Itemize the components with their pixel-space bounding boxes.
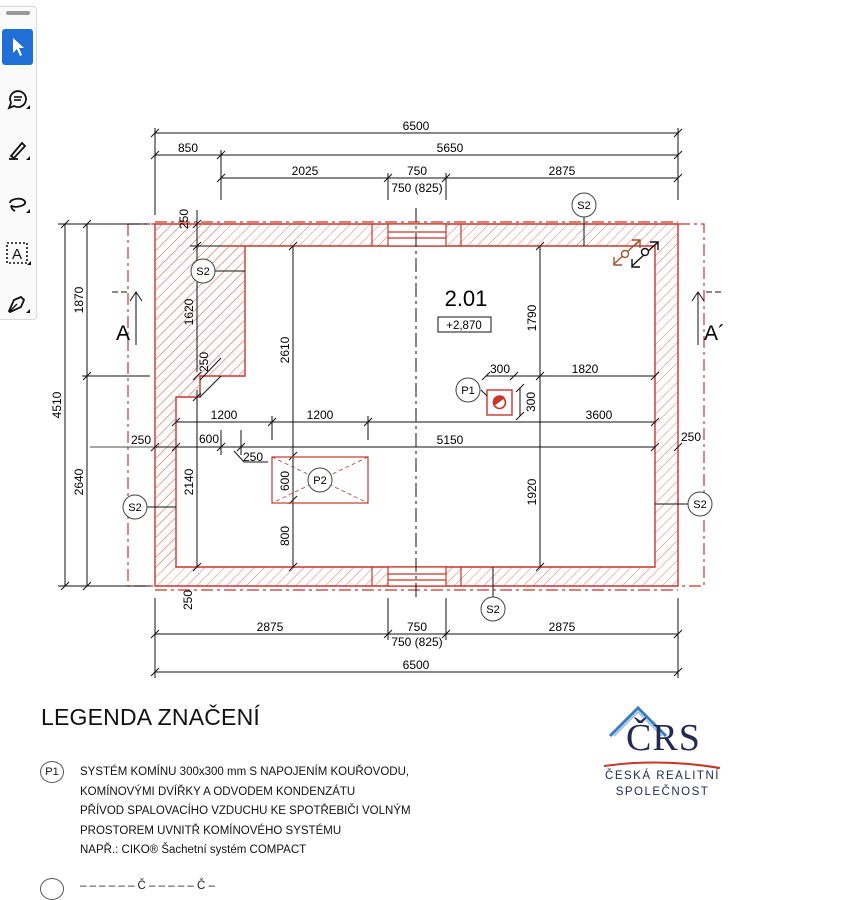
dim-bottom-total: 6500 xyxy=(403,658,430,672)
top-dimensions xyxy=(150,128,683,215)
legend-p2-tag xyxy=(40,878,64,900)
dim-upper-height: 1620 xyxy=(182,298,196,325)
select-tool-button[interactable] xyxy=(2,29,33,65)
legend-p1-line: PROSTOREM UVNITŘ KOMÍNOVÉHO SYSTÉMU xyxy=(80,824,342,837)
dim-top-a: 2025 xyxy=(292,164,319,178)
speech-bubble-icon xyxy=(6,90,30,110)
dim-p2-800: 800 xyxy=(278,526,292,546)
text-box-tool-button[interactable]: A xyxy=(2,235,33,271)
dim-bottom-a: 2875 xyxy=(257,620,284,634)
legend-p1-tag: P1 xyxy=(40,761,64,783)
dim-p1-offset: 1820 xyxy=(572,362,599,376)
dim-top-b-alt: 750 (825) xyxy=(391,181,442,195)
dim-top-right: 5650 xyxy=(437,141,464,155)
room-level-box xyxy=(437,316,492,333)
outline-dashdot-left xyxy=(127,223,155,587)
logo-line-2: SPOLEČNOST xyxy=(615,786,710,798)
dim-wall-step: 250 xyxy=(197,352,211,372)
legend-p1-description: SYSTÉM KOMÍNU 300x300 mm S NAPOJENÍM KOU… xyxy=(80,763,440,861)
pen-nib-icon xyxy=(7,295,30,314)
p1-chimney xyxy=(486,389,513,416)
toolbar-grip[interactable] xyxy=(6,11,30,15)
section-mark-right: A´ xyxy=(704,322,725,345)
logo-line-1: ČESKÁ REALITNÍ xyxy=(605,770,720,782)
dim-top-b: 750 xyxy=(407,164,427,178)
room-level: +2,870 xyxy=(446,320,482,332)
dim-top-left: 850 xyxy=(178,141,198,155)
legend-title: LEGENDA ZNAČENÍ xyxy=(41,704,260,730)
dim-top-total: 6500 xyxy=(403,119,430,133)
tag-s2-left: S2 xyxy=(128,502,141,514)
highlighter-pen-icon xyxy=(8,141,30,160)
dim-wall-bottom: 250 xyxy=(181,590,195,610)
text-box-icon: A xyxy=(5,242,31,265)
dim-mid-600: 600 xyxy=(199,432,219,446)
legend-p1-line: KOMÍNOVÝMI DVÍŘKY A ODVODEM KONDENZÁTU xyxy=(80,785,356,798)
tag-circles xyxy=(122,192,713,622)
dim-p1-300-h: 300 xyxy=(524,392,538,412)
dim-bottom-b: 750 xyxy=(407,620,427,634)
tag-s2-bottom: S2 xyxy=(486,604,499,616)
annotation-toolbar: A xyxy=(0,6,37,320)
dim-right-1790: 1790 xyxy=(525,304,539,331)
dim-mid-5150: 5150 xyxy=(437,433,464,447)
highlight-tool-button[interactable] xyxy=(2,132,33,168)
comment-tool-button[interactable] xyxy=(2,81,33,117)
dim-lower-height: 2140 xyxy=(182,468,196,495)
tag-s2-left-upper: S2 xyxy=(196,266,209,278)
lasso-icon xyxy=(8,197,30,213)
dim-bottom-c: 2875 xyxy=(549,620,576,634)
dim-left-lower: 2640 xyxy=(72,468,86,495)
cursor-arrow-icon xyxy=(12,38,24,56)
tag-s2-right: S2 xyxy=(693,499,706,511)
outline-dashdot-right xyxy=(678,223,705,587)
text-box-glyph: A xyxy=(11,246,21,263)
tag-p1: P1 xyxy=(461,385,474,397)
windows xyxy=(371,223,462,587)
dim-wall-top: 250 xyxy=(177,209,191,229)
legend-p1-line: NAPŘ.: CIKO® Šachetní systém COMPACT xyxy=(80,844,307,856)
dim-top-c: 2875 xyxy=(549,164,576,178)
window-bottom xyxy=(387,566,447,587)
dim-p1-300-w: 300 xyxy=(490,362,510,376)
left-dimensions xyxy=(58,219,150,591)
dim-right-3600: 3600 xyxy=(586,408,613,422)
section-marks xyxy=(112,291,722,345)
tag-p2: P2 xyxy=(313,475,326,487)
window-top xyxy=(387,223,447,247)
p2-element xyxy=(271,456,369,504)
legend-p1-line: PŘÍVOD SPALOVACÍHO VZDUCHU KE SPOTŘEBIČI… xyxy=(80,805,411,817)
dim-mid-250: 250 xyxy=(243,450,263,464)
interior-dimensions xyxy=(150,210,683,572)
logo-roof-icon xyxy=(603,705,721,769)
wall-left-upper xyxy=(155,224,245,567)
dim-right-1920: 1920 xyxy=(525,478,539,505)
lasso-tool-button[interactable] xyxy=(2,185,33,221)
dim-left-upper: 1870 xyxy=(72,286,86,313)
ventilation-arrows-icon xyxy=(613,239,659,268)
floor-plan-drawing: 6500 850 5650 2025 750 2875 750 (825) 28… xyxy=(50,119,725,678)
signature-tool-button[interactable] xyxy=(2,285,33,321)
dim-p2-600: 600 xyxy=(278,471,292,491)
bottom-dimensions xyxy=(150,598,683,678)
legend-p1-line: SYSTÉM KOMÍNU 300x300 mm S NAPOJENÍM KOU… xyxy=(80,766,410,778)
dim-wall-left: 250 xyxy=(131,433,151,447)
dim-room-height: 2610 xyxy=(278,336,292,363)
dim-wall-right: 250 xyxy=(681,430,701,444)
dim-bottom-b-alt: 750 (825) xyxy=(391,635,442,649)
room-number: 2.01 xyxy=(445,286,488,311)
crs-logo: ČRS ČESKÁ REALITNÍ SPOLEČNOST xyxy=(600,704,725,804)
dim-mid-1200-a: 1200 xyxy=(211,408,238,422)
section-mark-left: A xyxy=(116,322,130,345)
dim-left-total: 4510 xyxy=(50,391,64,418)
dim-mid-1200-b: 1200 xyxy=(307,408,334,422)
logo-mark: ČRS xyxy=(626,717,701,759)
tag-s2-top: S2 xyxy=(577,200,590,212)
legend-next-line: – – – – – – Č – – – – – Č – xyxy=(80,880,215,892)
